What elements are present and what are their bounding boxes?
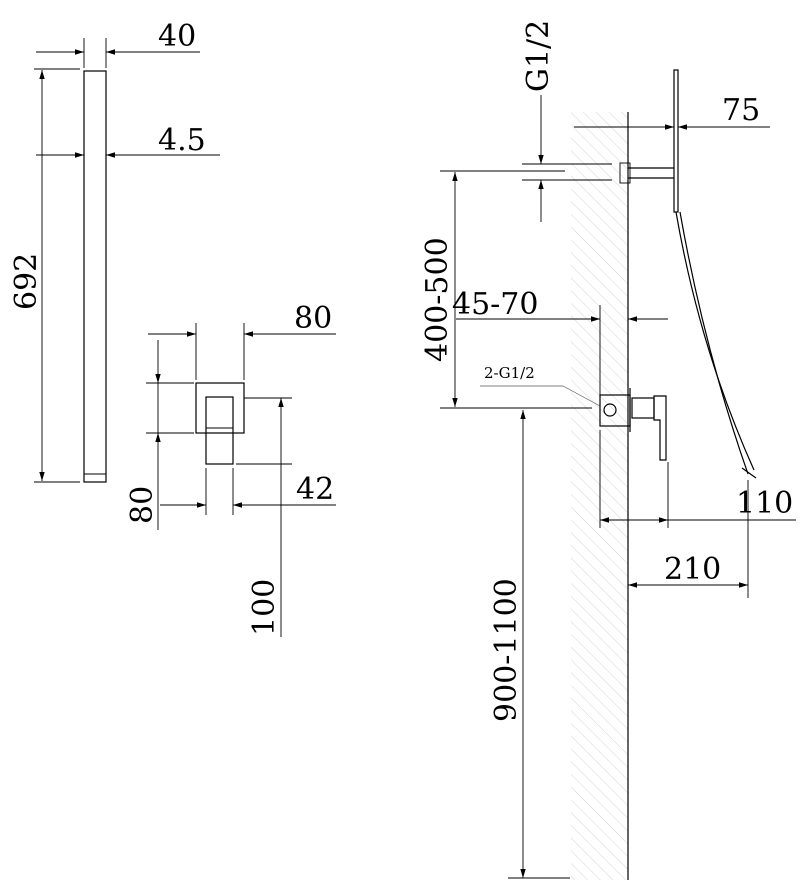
valve-handle-side <box>653 395 667 461</box>
shower-bar-view: 40 4.5 692 <box>9 19 220 483</box>
handle-height-label: 100 <box>247 579 282 636</box>
valve-height-range-label: 900-1100 <box>489 578 524 722</box>
recess-depth-label: 45-70 <box>452 287 538 322</box>
bar-length-label: 692 <box>9 253 44 310</box>
valve-handle-outline <box>205 396 234 465</box>
hose-reach-label: 210 <box>664 552 721 587</box>
inlet-thread-label: G1/2 <box>521 20 556 92</box>
mixer-valve-side <box>599 388 667 461</box>
valve-front-view: 80 80 42 100 <box>125 301 336 637</box>
handle-width-label: 42 <box>296 472 334 507</box>
arm-projection-label: 75 <box>722 93 760 128</box>
side-installation-view: 75 G1/2 400-500 45-70 2-G1/2 <box>420 20 796 880</box>
valve-projection-label: 110 <box>736 486 793 521</box>
valve-inlet-circle <box>603 403 617 417</box>
bar-width-label: 40 <box>158 19 196 54</box>
inlet-height-label: 400-500 <box>420 237 455 362</box>
shower-head-plate <box>673 69 679 213</box>
wall-section <box>571 112 628 880</box>
valve-thread-leader <box>562 385 601 407</box>
valve-width-label: 80 <box>294 301 332 336</box>
valve-height-label: 80 <box>125 486 160 524</box>
bar-thickness-label: 4.5 <box>158 123 206 158</box>
shower-bar-outline <box>83 70 107 483</box>
shower-hose <box>675 211 755 471</box>
valve-thread-label: 2-G1/2 <box>484 364 535 382</box>
valve-plate-outline <box>195 382 245 434</box>
